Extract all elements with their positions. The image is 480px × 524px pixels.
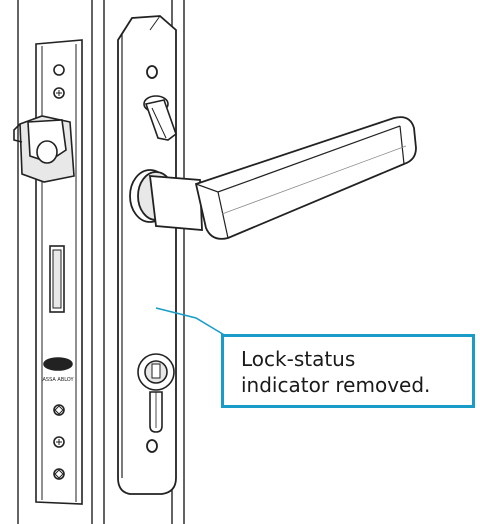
top-screw-hole: [146, 65, 158, 79]
callout-line-2: indicator removed.: [241, 373, 431, 397]
brand-logo-text: ASSA ABLOY: [42, 377, 74, 383]
thumb-turn: [143, 95, 177, 141]
euro-cylinder: [137, 353, 175, 433]
latch-bolt: [13, 115, 75, 183]
bottom-screw-hole: [146, 439, 158, 453]
lock-faceplate: ASSA ABLOY: [13, 39, 83, 505]
callout-box: Lock-status indicator removed.: [221, 334, 475, 408]
callout-leader-line: [155, 307, 227, 337]
handle-plate: [117, 15, 177, 495]
brand-logo: ASSA ABLOY: [42, 357, 74, 383]
lever-handle: [129, 116, 417, 240]
callout-line-1: Lock-status: [241, 347, 356, 371]
